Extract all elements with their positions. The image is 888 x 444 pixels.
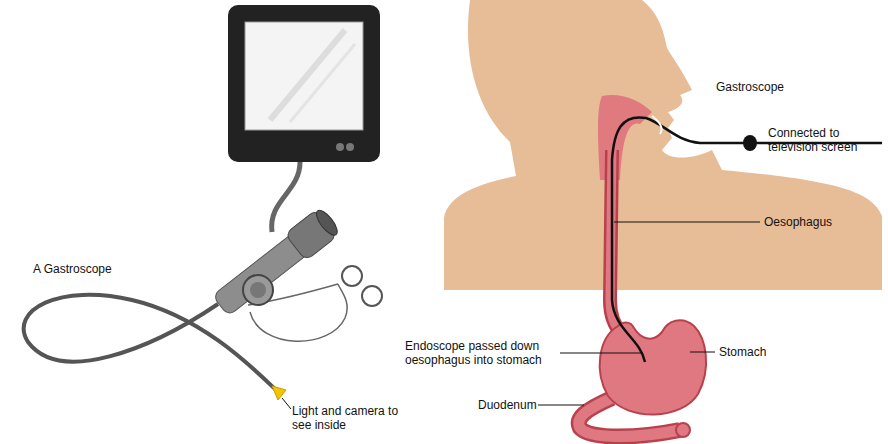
teeth <box>652 116 662 134</box>
light-camera-tip <box>272 386 286 400</box>
leader-line <box>560 353 643 354</box>
leader-line <box>614 222 760 223</box>
video-cable <box>272 162 300 232</box>
control-wheel <box>250 282 266 298</box>
part-label: Light and camera to see inside <box>292 404 410 432</box>
duodenum-end <box>676 423 690 437</box>
scope-connector <box>743 135 757 151</box>
part-label: Duodenum <box>478 398 536 412</box>
control-wheel <box>243 275 273 305</box>
part-label: Gastroscope <box>716 80 826 94</box>
monitor-button <box>346 143 354 151</box>
screen-glare <box>290 44 355 122</box>
part-label: A Gastroscope <box>33 262 153 276</box>
part-label: Oesophagus <box>764 215 874 229</box>
gastroscope-handle <box>210 206 342 320</box>
monitor-button <box>336 143 344 151</box>
leader-line <box>282 398 291 409</box>
endoscope-tube <box>612 117 882 362</box>
stomach <box>600 320 706 414</box>
leader-line <box>538 405 584 406</box>
scissor-ring <box>362 286 382 306</box>
head-silhouette <box>444 0 882 290</box>
part-label: Connected to television screen <box>768 126 880 154</box>
part-label: Stomach <box>719 345 819 359</box>
part-label: Endoscope passed down oesophagus into st… <box>405 339 557 367</box>
monitor <box>228 5 380 162</box>
leader-line <box>690 352 715 353</box>
scissor-ring <box>342 266 362 286</box>
screen-glare <box>270 30 345 120</box>
screen <box>245 22 363 130</box>
